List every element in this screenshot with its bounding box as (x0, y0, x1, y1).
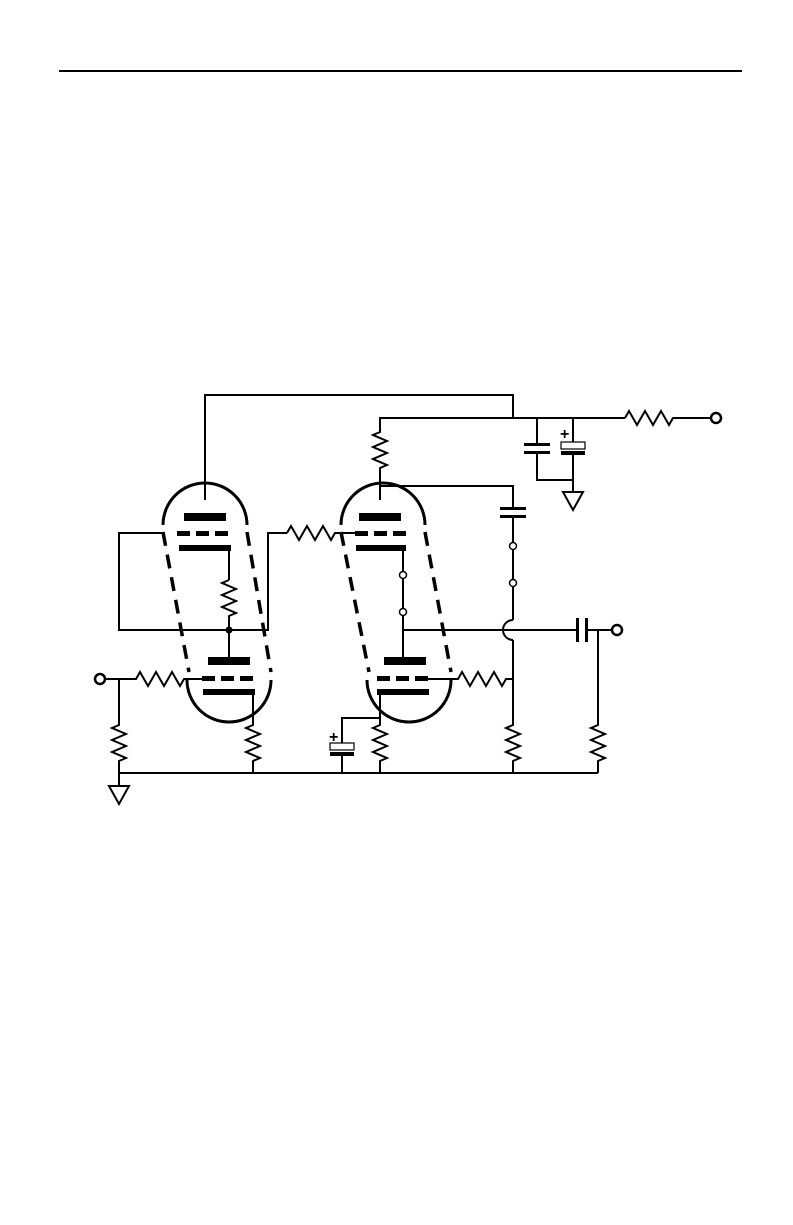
ground-left (109, 786, 129, 804)
ground-supply (563, 492, 583, 510)
right-grid-resistor (428, 672, 513, 686)
tail-resistor-right (506, 720, 520, 773)
interstage-resistor (287, 526, 358, 540)
ground-bus (119, 773, 598, 786)
output-shunt-resistor (591, 630, 605, 773)
left-lower-cathode-resistor (246, 695, 260, 773)
output-terminal[interactable] (612, 625, 622, 635)
input-terminal[interactable] (95, 674, 105, 684)
cathode-bypass-capacitor: + (329, 718, 380, 773)
right-triode-pair (341, 483, 451, 722)
top-feedback-wire (205, 395, 513, 500)
supply-rail (380, 411, 712, 432)
input-shunt-resistor (112, 679, 126, 773)
left-cathode-resistor (222, 580, 236, 657)
polarity-plus: + (560, 426, 569, 443)
coupling-capacitor-vertical (380, 486, 526, 720)
plate-load-resistor (373, 418, 387, 500)
supply-terminal[interactable] (711, 413, 721, 423)
